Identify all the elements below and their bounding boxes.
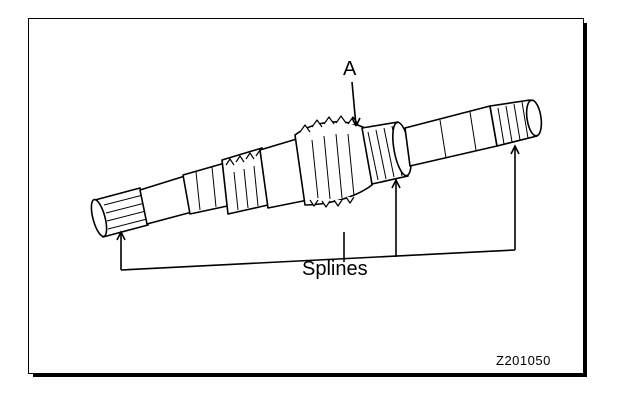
leader-splines [116, 144, 520, 271]
leader-a [351, 81, 361, 127]
gear-a [259, 115, 373, 209]
left-spline-end [90, 187, 149, 238]
right-shaft [404, 105, 498, 167]
figure-code: Z201050 [496, 353, 551, 368]
callout-splines: Splines [302, 258, 368, 280]
right-spline-end [489, 99, 543, 147]
left-shaft [139, 162, 233, 225]
callout-a: A [343, 58, 357, 80]
center-spline [361, 121, 412, 185]
